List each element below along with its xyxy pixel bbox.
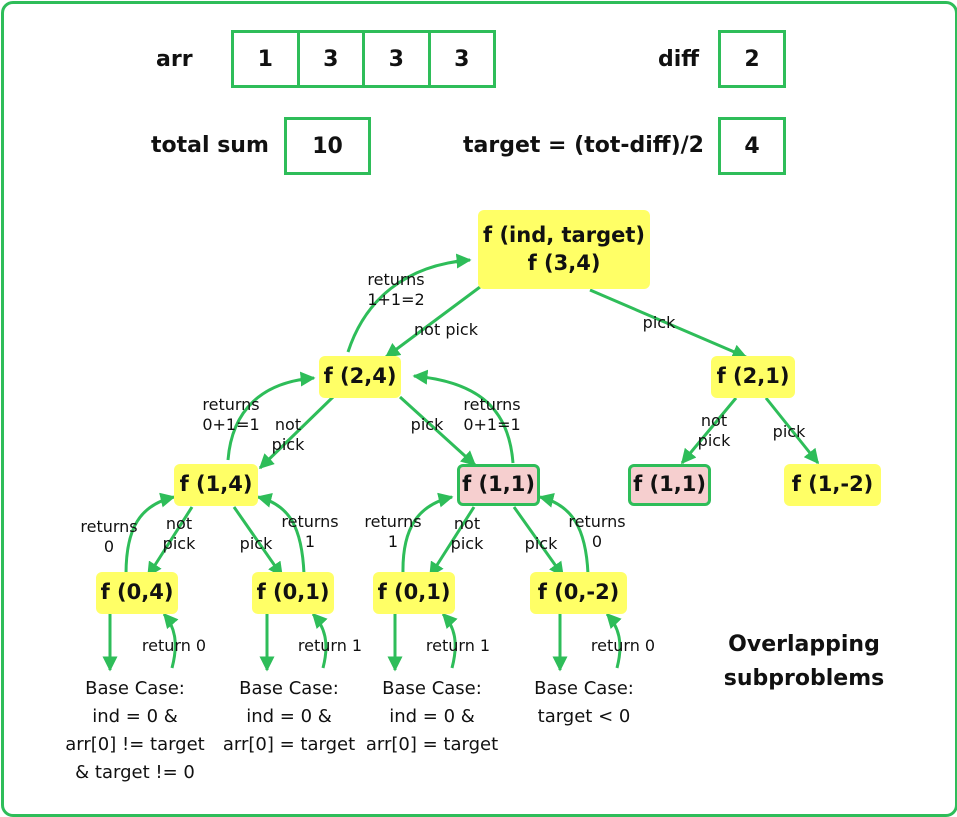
edge-n11-notpick bbox=[428, 506, 476, 578]
edge-return-n11-left bbox=[401, 492, 454, 575]
base-case-text: Base Case: ind = 0 & arr[0] = target bbox=[365, 678, 499, 755]
edge-root-pick bbox=[589, 288, 748, 359]
edge-n14-pick bbox=[232, 506, 284, 578]
node-root-signature: f (ind, target) bbox=[483, 223, 645, 248]
edge-label: not pick bbox=[414, 320, 478, 339]
edge-label: return 0 bbox=[141, 636, 207, 655]
edge-label: pick bbox=[642, 313, 676, 332]
edge-return-0m2 bbox=[605, 612, 622, 669]
target-formula-label: target = (tot-diff)/2 bbox=[463, 133, 704, 158]
edge-label: not pick bbox=[697, 411, 731, 450]
edge-root-notpick bbox=[384, 285, 481, 359]
edge-return-04 bbox=[162, 612, 179, 669]
edge-n11-pick bbox=[512, 506, 565, 578]
node-f-0-4: f (0,4) bbox=[96, 572, 178, 614]
node-f-1-4: f (1,4) bbox=[174, 464, 258, 506]
node-f-1-1-overlap: f (1,1) bbox=[457, 464, 540, 506]
arr-label: arr bbox=[156, 47, 193, 72]
edge-label: return 0 bbox=[590, 636, 656, 655]
node-f-2-4: f (2,4) bbox=[319, 356, 401, 398]
edge-n24-notpick bbox=[258, 395, 335, 470]
edge-label: returns 0 bbox=[568, 512, 626, 551]
array-cells: 1 3 3 3 bbox=[231, 30, 496, 88]
edge-return-01b bbox=[441, 612, 458, 669]
edge-n21-notpick bbox=[680, 397, 738, 465]
edge-label: pick bbox=[239, 534, 273, 553]
edge-return-root bbox=[346, 253, 472, 353]
edge-label: pick bbox=[772, 422, 806, 441]
total-sum-value: 10 bbox=[284, 117, 371, 175]
edge-label: returns 1 bbox=[364, 512, 422, 551]
diff-label: diff bbox=[658, 47, 700, 72]
edge-n24-pick bbox=[398, 395, 477, 467]
base-case-text: Base Case: target < 0 bbox=[534, 678, 634, 727]
node-f-0-1: f (0,1) bbox=[373, 572, 455, 614]
edge-label: not pick bbox=[450, 514, 484, 553]
base-case-text: Base Case: ind = 0 & arr[0] = target bbox=[222, 678, 356, 755]
edge-return-n14-right bbox=[256, 493, 306, 575]
edge-label: not pick bbox=[271, 415, 305, 454]
node-f-2-1: f (2,1) bbox=[711, 356, 795, 398]
overlapping-subproblems-note: Overlapping subproblems bbox=[723, 632, 885, 692]
diff-value: 2 bbox=[718, 30, 786, 88]
edge-label: returns 0+1=1 bbox=[202, 395, 260, 434]
edge-label: returns 1+1=2 bbox=[367, 270, 425, 309]
edge-return-n24-right bbox=[412, 369, 515, 464]
node-f-1-1-overlap: f (1,1) bbox=[628, 464, 711, 506]
node-f-0-minus2: f (0,-2) bbox=[530, 572, 627, 614]
edge-label: pick bbox=[524, 534, 558, 553]
edge-return-n24-left bbox=[226, 371, 316, 461]
node-f-0-1: f (0,1) bbox=[252, 572, 334, 614]
edge-n21-pick bbox=[764, 397, 820, 465]
target-value: 4 bbox=[718, 117, 786, 175]
edge-label: returns 0 bbox=[80, 517, 138, 556]
base-case-text: Base Case: ind = 0 & arr[0] != target & … bbox=[65, 678, 205, 783]
node-root: f (ind, target) f (3,4) bbox=[478, 210, 650, 289]
edge-label: not pick bbox=[162, 514, 196, 553]
node-f-1-minus2: f (1,-2) bbox=[784, 464, 881, 506]
edge-label: return 1 bbox=[297, 636, 363, 655]
edge-return-01a bbox=[311, 612, 328, 669]
edge-label: pick bbox=[410, 415, 444, 434]
edge-label: return 1 bbox=[425, 636, 491, 655]
edge-return-n11-right bbox=[538, 493, 590, 575]
edge-n14-notpick bbox=[146, 506, 194, 578]
edge-label: returns 0+1=1 bbox=[463, 395, 521, 434]
edge-return-n14-left bbox=[124, 492, 176, 575]
total-sum-label: total sum bbox=[151, 133, 269, 158]
array-cell: 3 bbox=[427, 30, 496, 88]
edge-label: returns 1 bbox=[281, 512, 339, 551]
node-root-call: f (3,4) bbox=[527, 250, 601, 275]
